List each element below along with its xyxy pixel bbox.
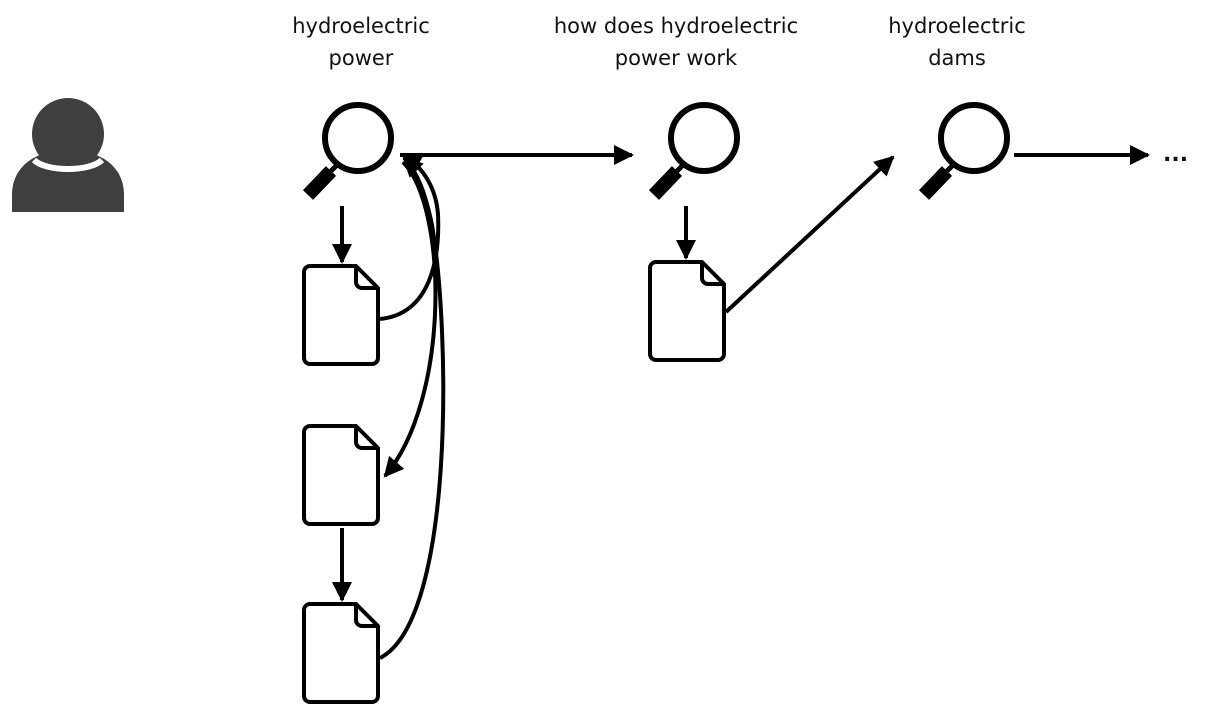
search-icon-query-1: [308, 105, 391, 195]
arrow-doc4-to-query3: [724, 155, 895, 314]
continuation-ellipsis: ...: [1163, 142, 1189, 167]
query-label-3-line1: hydroelectric: [888, 14, 1026, 38]
search-icon-query-2: [654, 105, 737, 195]
arrow-query1-to-doc2: [383, 160, 438, 478]
query-label-3-line2: dams: [928, 46, 986, 70]
query-label-2: how does hydroelectric power work: [526, 10, 826, 74]
user-icon: [12, 98, 124, 212]
query-label-1-line1: hydroelectric: [292, 14, 430, 38]
query-label-1-line2: power: [328, 46, 394, 70]
query-label-2-line1: how does hydroelectric: [553, 14, 799, 38]
document-icon-result-2: [302, 424, 380, 526]
document-icon-result-4: [648, 260, 726, 362]
search-icon-query-3: [924, 105, 1007, 195]
arrow-doc3-back-to-query1: [379, 156, 446, 660]
document-icon-result-1: [302, 264, 380, 366]
document-icon-result-3: [302, 602, 380, 704]
query-label-3: hydroelectric dams: [857, 10, 1057, 74]
query-label-1: hydroelectric power: [261, 10, 461, 74]
query-label-2-line2: power work: [614, 46, 738, 70]
